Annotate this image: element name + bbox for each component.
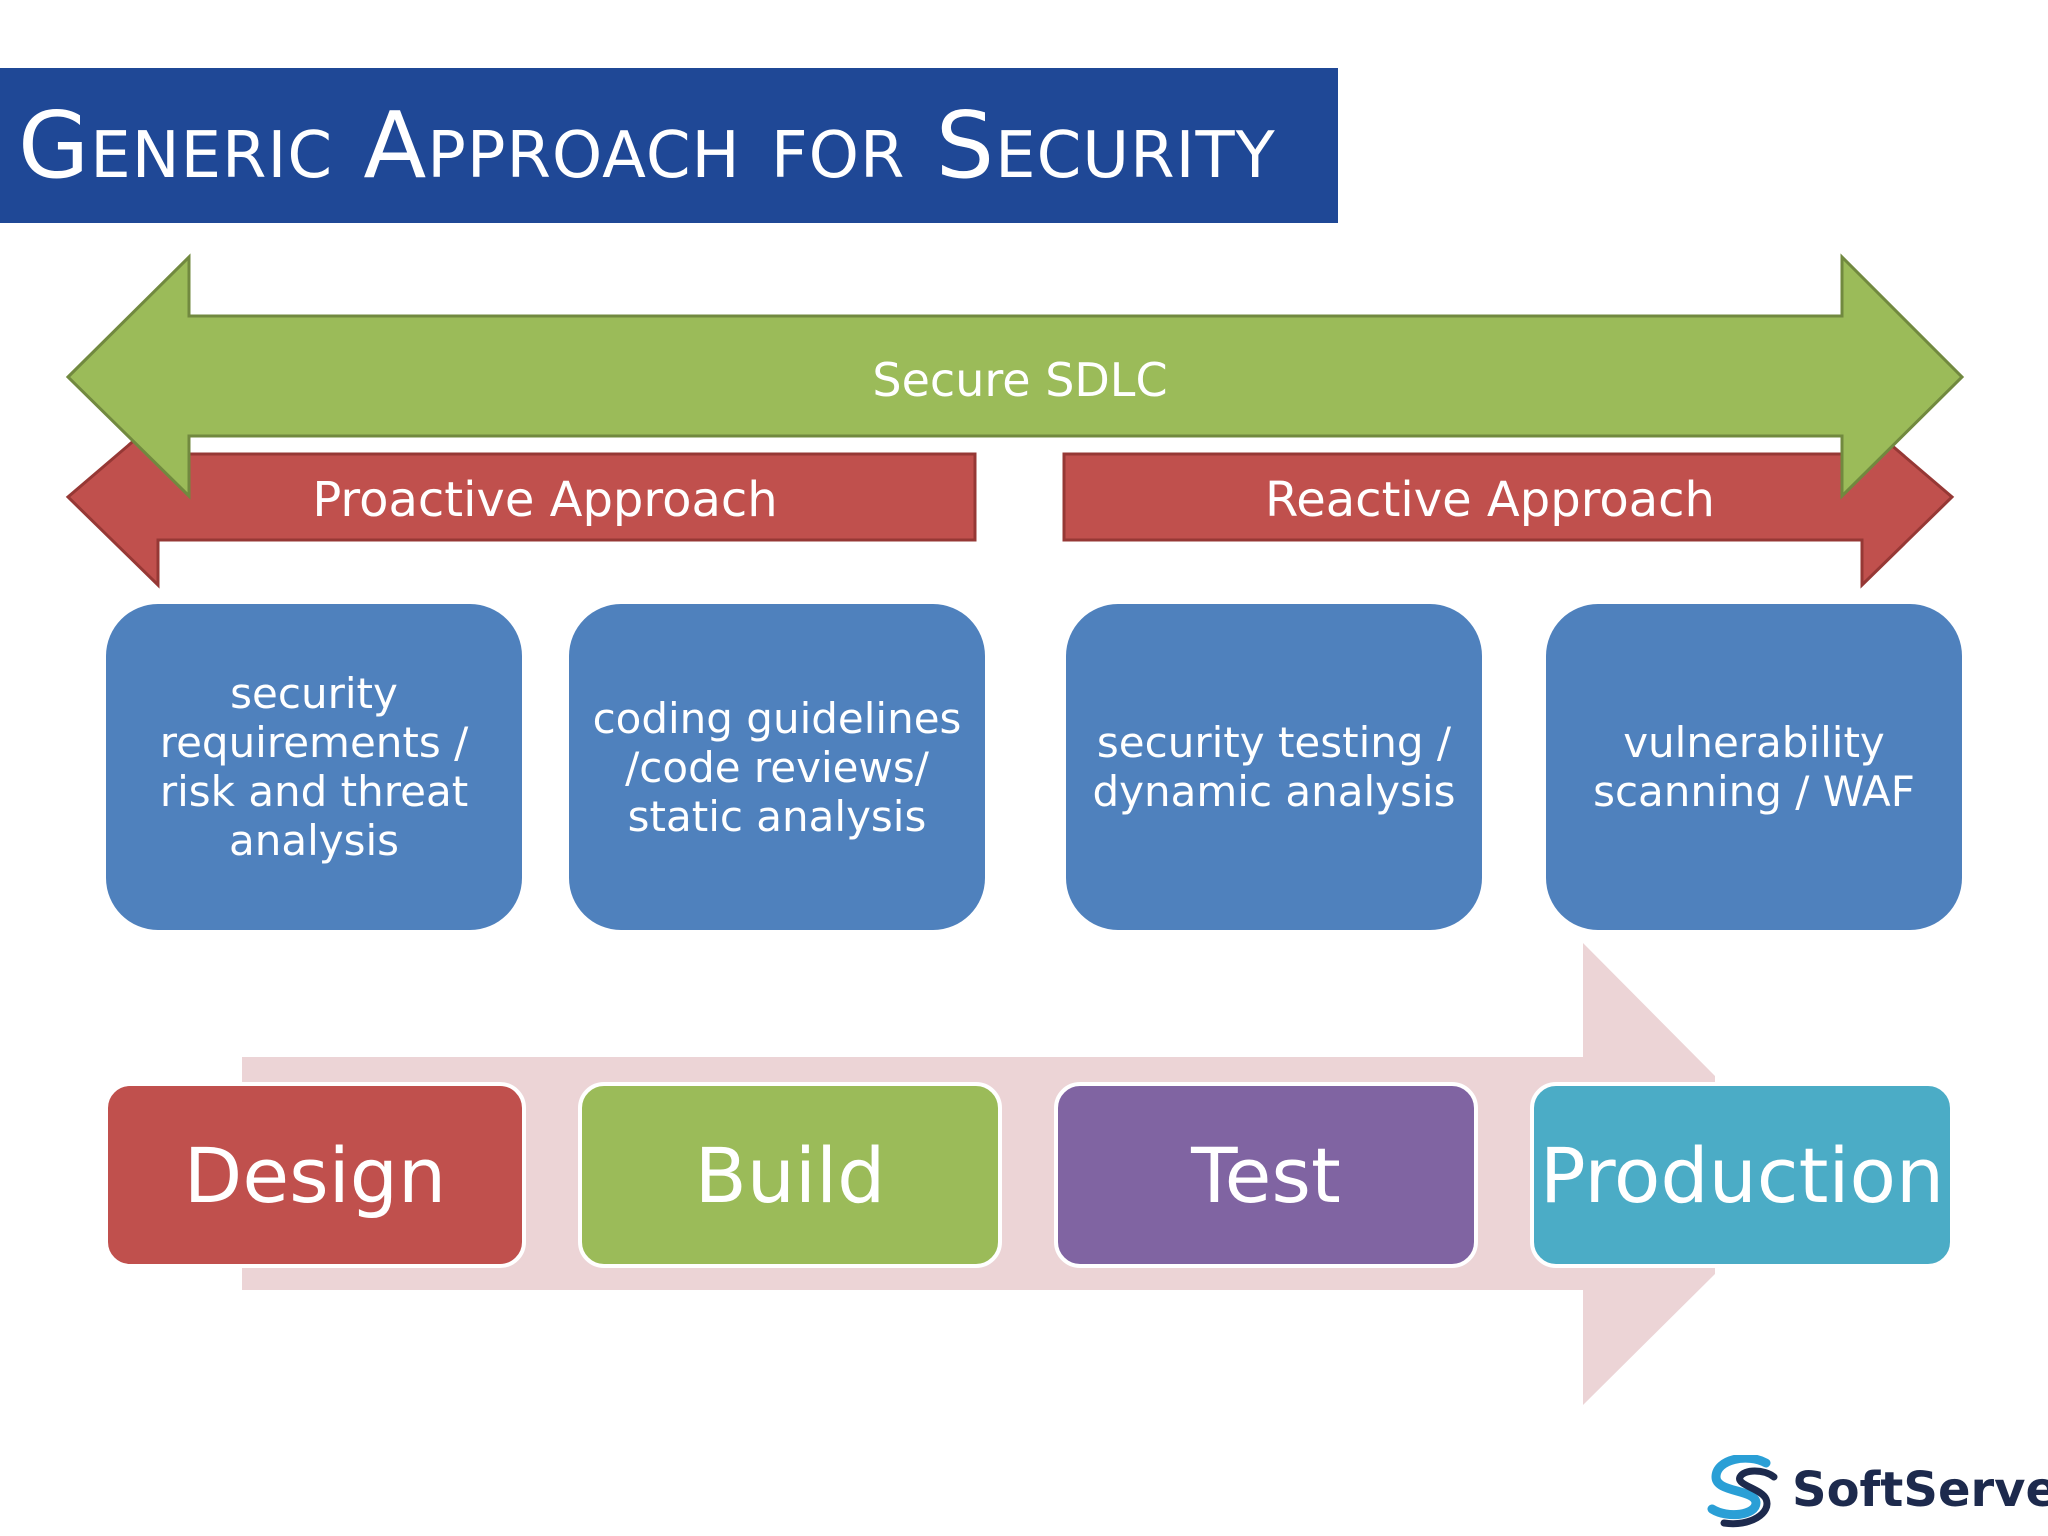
phase-production: Production bbox=[1530, 1082, 1954, 1268]
title-bar bbox=[0, 68, 1338, 223]
secure-sdlc-label: Secure SDLC bbox=[872, 353, 1168, 407]
activity-box-code-review: coding guidelines /code reviews/ static … bbox=[569, 604, 985, 930]
softserve-logo-text: SoftServe bbox=[1792, 1462, 2048, 1518]
activity-box-requirements: security requirements / risk and threat … bbox=[106, 604, 522, 930]
phase-build: Build bbox=[578, 1082, 1002, 1268]
slide-title: Generic Approach for Security bbox=[18, 92, 1276, 199]
softserve-logo-icon bbox=[1707, 1455, 1778, 1528]
proactive-approach-label: Proactive Approach bbox=[312, 472, 778, 528]
secure-sdlc-arrow bbox=[65, 253, 1965, 500]
activity-box-security-testing: security testing / dynamic analysis bbox=[1066, 604, 1482, 930]
phase-test: Test bbox=[1054, 1082, 1478, 1268]
phase-design: Design bbox=[104, 1082, 526, 1268]
reactive-approach-label: Reactive Approach bbox=[1265, 472, 1715, 528]
activity-box-vulnerability-scanning: vulnerability scanning / WAF bbox=[1546, 604, 1962, 930]
